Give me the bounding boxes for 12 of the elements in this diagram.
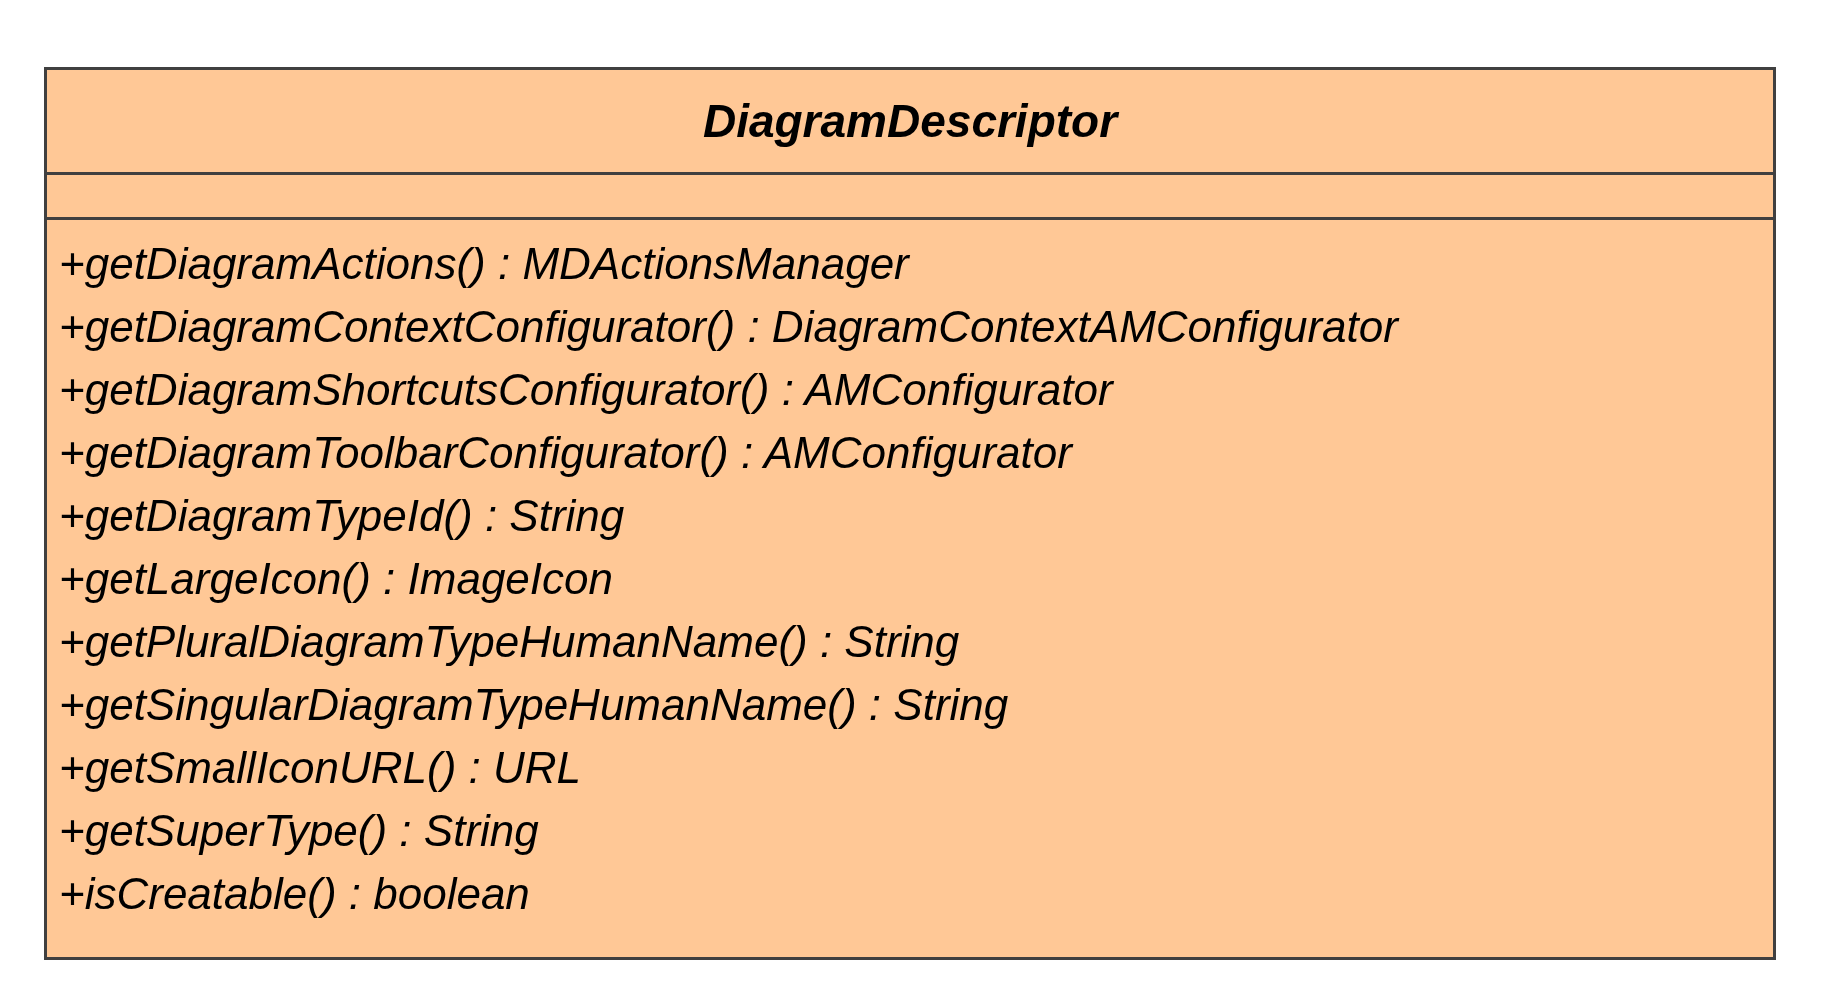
method-signature: +getSuperType() : String bbox=[59, 805, 539, 857]
method-signature: +getDiagramShortcutsConfigurator() : AMConfigurator bbox=[59, 364, 1113, 416]
method-signature: +getDiagramToolbarConfigurator() : AMConfigurator bbox=[59, 427, 1072, 479]
method-signature: +getSmallIconURL() : URL bbox=[59, 742, 582, 794]
method-signature: +getDiagramTypeId() : String bbox=[59, 490, 625, 542]
method-signature: +getDiagramActions() : MDActionsManager bbox=[59, 238, 909, 290]
method-signature: +getPluralDiagramTypeHumanName() : String bbox=[59, 616, 960, 668]
method-signature: +isCreatable() : boolean bbox=[59, 868, 530, 920]
method-signature: +getDiagramContextConfigurator() : DiagramContextAMConfigurator bbox=[59, 301, 1398, 353]
uml-class-box bbox=[44, 67, 1776, 960]
method-signature: +getSingularDiagramTypeHumanName() : String bbox=[59, 679, 1009, 731]
method-signature: +getLargeIcon() : ImageIcon bbox=[59, 553, 613, 605]
